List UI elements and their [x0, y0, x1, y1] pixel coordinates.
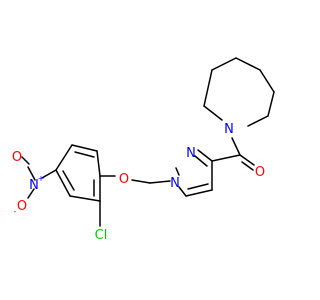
benzene-ring	[55, 144, 116, 202]
linker-bonds	[131, 179, 171, 184]
nitro-oxygen-bottom-label: O	[17, 199, 27, 214]
nitro-nitrogen-label: N	[29, 178, 39, 193]
amide-bonds	[211, 137, 255, 171]
molecule-structure: O N N N O Cl N + O O -	[12, 57, 275, 243]
chlorine-label: Cl	[95, 228, 108, 243]
pyrazole-ring	[175, 149, 213, 197]
nitro-oxygen-top-label: O	[12, 150, 22, 165]
pyrazole-n1-label: N	[170, 176, 180, 191]
nitro-oxygen-charge: -	[14, 207, 17, 216]
substituent-bonds	[21, 156, 101, 227]
azepane-ring	[203, 57, 275, 127]
azepane-nitrogen-label: N	[224, 122, 234, 137]
pyrazole-n2-label: N	[186, 146, 196, 161]
ether-oxygen-label: O	[119, 172, 129, 187]
nitro-nitrogen-charge: +	[38, 174, 45, 183]
carbonyl-oxygen-label: O	[255, 165, 265, 180]
